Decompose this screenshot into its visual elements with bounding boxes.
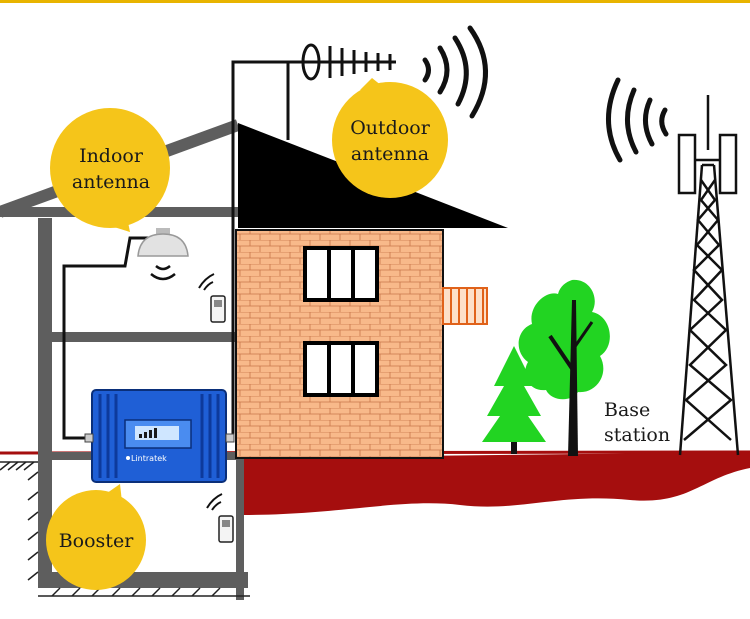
ground — [243, 452, 750, 515]
base-station-label-line2: station — [604, 424, 671, 446]
booster-brand-label: Lintratek — [131, 454, 167, 463]
base-station-tower — [677, 95, 740, 456]
indoor-antenna-label-line1: Indoor — [79, 145, 143, 167]
pine-tree — [482, 346, 546, 454]
indoor-cable — [62, 236, 150, 440]
tower-signal-waves — [606, 77, 669, 163]
outdoor-antenna-icon — [296, 43, 396, 81]
outdoor-antenna-bubble — [332, 78, 448, 198]
phone-signal-upper — [198, 273, 215, 291]
phone-icon-upper — [210, 295, 226, 323]
leafy-tree — [518, 279, 610, 456]
foundation-hatching — [0, 461, 250, 597]
indoor-antenna-label-line2: antenna — [71, 171, 151, 193]
base-station-label: Base station — [604, 398, 684, 448]
booster-label: Booster — [58, 530, 134, 552]
booster-bubble — [46, 484, 146, 590]
indoor-antenna-bubble — [50, 108, 170, 232]
indoor-antenna-label: Indoor antenna — [56, 143, 166, 195]
base-station-label-line1: Base — [604, 399, 651, 421]
indoor-antenna-waves — [150, 265, 176, 281]
phone-signal-lower — [206, 493, 223, 511]
outdoor-antenna-label: Outdoor antenna — [334, 115, 446, 167]
top-border — [0, 0, 750, 3]
phone-icon-lower — [218, 515, 234, 543]
outdoor-signal-waves — [422, 25, 488, 119]
outdoor-antenna-label-line1: Outdoor — [350, 117, 430, 139]
balcony — [442, 287, 488, 325]
booster-device: Lintratek — [84, 389, 235, 483]
outdoor-antenna-label-line2: antenna — [350, 143, 430, 165]
indoor-antenna-icon — [137, 228, 189, 257]
upper-window — [303, 246, 379, 302]
lower-window — [303, 341, 379, 397]
